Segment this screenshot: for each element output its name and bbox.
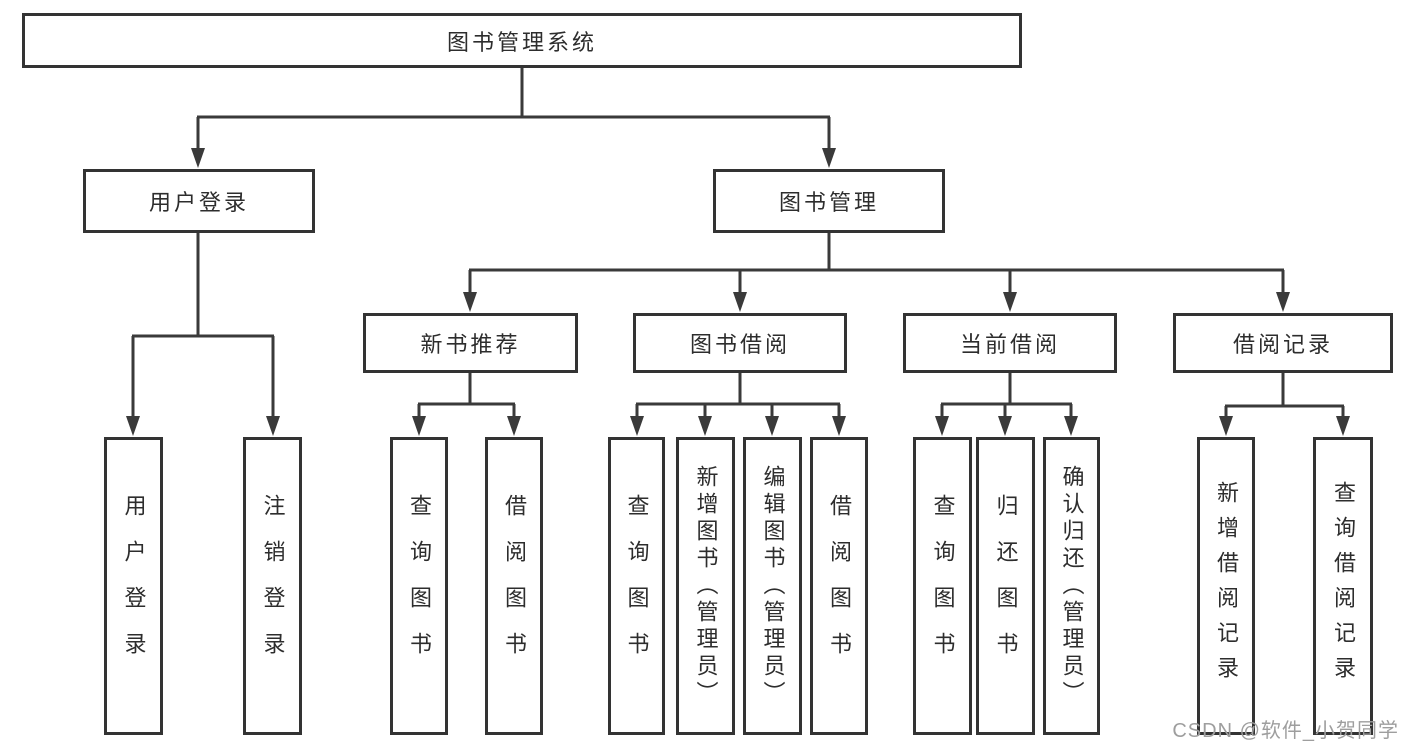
leaf-borrow-books-recommend: 借阅图书 — [485, 437, 543, 735]
arrowhead — [832, 416, 846, 436]
node-label: 当前借阅 — [959, 332, 1060, 357]
arrowhead — [126, 416, 140, 436]
connector-borrowrecords-to-leaves — [1224, 373, 1345, 418]
connector-newrec-to-leaves — [417, 373, 516, 418]
leaf-logout: 注销登录 — [243, 437, 302, 735]
arrowhead — [822, 148, 836, 168]
node-label: 用户登录 — [148, 190, 249, 215]
leaf-label: 用户登录 — [121, 494, 147, 678]
node-label: 新书推荐 — [420, 332, 521, 357]
arrowhead — [765, 416, 779, 436]
leaf-label: 新增借阅记录 — [1214, 481, 1239, 691]
node-borrow-records: 借阅记录 — [1173, 313, 1393, 373]
arrowhead — [266, 416, 280, 436]
connector-bookmgmt-to-level3 — [468, 233, 1285, 294]
leaf-label: 归还图书 — [993, 494, 1019, 678]
leaf-confirm-return-admin: 确认归还（管理员） — [1043, 437, 1100, 735]
leaf-label: 查询图书 — [407, 494, 432, 678]
leaf-add-books-admin: 新增图书（管理员） — [676, 437, 735, 735]
node-current-borrow: 当前借阅 — [903, 313, 1117, 373]
connector-userlogin-to-leaves — [131, 233, 275, 418]
arrowhead — [463, 292, 477, 312]
arrowhead — [935, 416, 949, 436]
leaf-add-borrow-record: 新增借阅记录 — [1197, 437, 1255, 735]
node-library-management-system: 图书管理系统 — [22, 13, 1022, 68]
leaf-label: 借阅图书 — [827, 494, 852, 678]
leaf-query-borrow-record: 查询借阅记录 — [1313, 437, 1373, 735]
node-user-login: 用户登录 — [83, 169, 315, 233]
leaf-query-books-recommend: 查询图书 — [390, 437, 448, 735]
arrowhead — [1003, 292, 1017, 312]
leaf-user-login: 用户登录 — [104, 437, 163, 735]
node-label: 图书管理 — [778, 190, 879, 215]
connector-currentborrow-to-leaves — [940, 373, 1073, 418]
leaf-label: 编辑图书（管理员） — [760, 464, 786, 708]
leaf-label: 查询图书 — [624, 494, 650, 678]
arrowhead — [507, 416, 521, 436]
leaf-label: 注销登录 — [260, 494, 286, 678]
arrowhead — [1219, 416, 1233, 436]
leaf-label: 确认归还（管理员） — [1059, 464, 1085, 708]
leaf-label: 查询图书 — [930, 494, 956, 678]
arrowhead — [1064, 416, 1078, 436]
node-book-borrow: 图书借阅 — [633, 313, 847, 373]
node-book-management: 图书管理 — [713, 169, 945, 233]
leaf-label: 借阅图书 — [502, 494, 527, 678]
arrowhead — [1276, 292, 1290, 312]
node-label: 图书管理系统 — [446, 29, 597, 55]
node-new-book-recommend: 新书推荐 — [363, 313, 578, 373]
connector-bookborrow-to-leaves — [635, 373, 841, 418]
node-label: 图书借阅 — [689, 332, 790, 357]
leaf-edit-books-admin: 编辑图书（管理员） — [743, 437, 802, 735]
arrowhead — [1336, 416, 1350, 436]
connector-root-to-level2 — [196, 68, 831, 150]
arrowhead — [698, 416, 712, 436]
arrowhead — [733, 292, 747, 312]
arrowhead — [630, 416, 644, 436]
leaf-borrow-books: 借阅图书 — [810, 437, 868, 735]
leaf-query-books-current: 查询图书 — [913, 437, 972, 735]
csdn-watermark: CSDN @软件_小贺同学 — [1172, 720, 1399, 742]
arrowhead — [412, 416, 426, 436]
leaf-label: 查询借阅记录 — [1331, 481, 1356, 691]
leaf-query-books-borrow: 查询图书 — [608, 437, 665, 735]
leaf-label: 新增图书（管理员） — [693, 464, 719, 708]
arrowhead — [998, 416, 1012, 436]
leaf-return-books: 归还图书 — [976, 437, 1035, 735]
arrowhead — [191, 148, 205, 168]
node-label: 借阅记录 — [1232, 332, 1333, 357]
